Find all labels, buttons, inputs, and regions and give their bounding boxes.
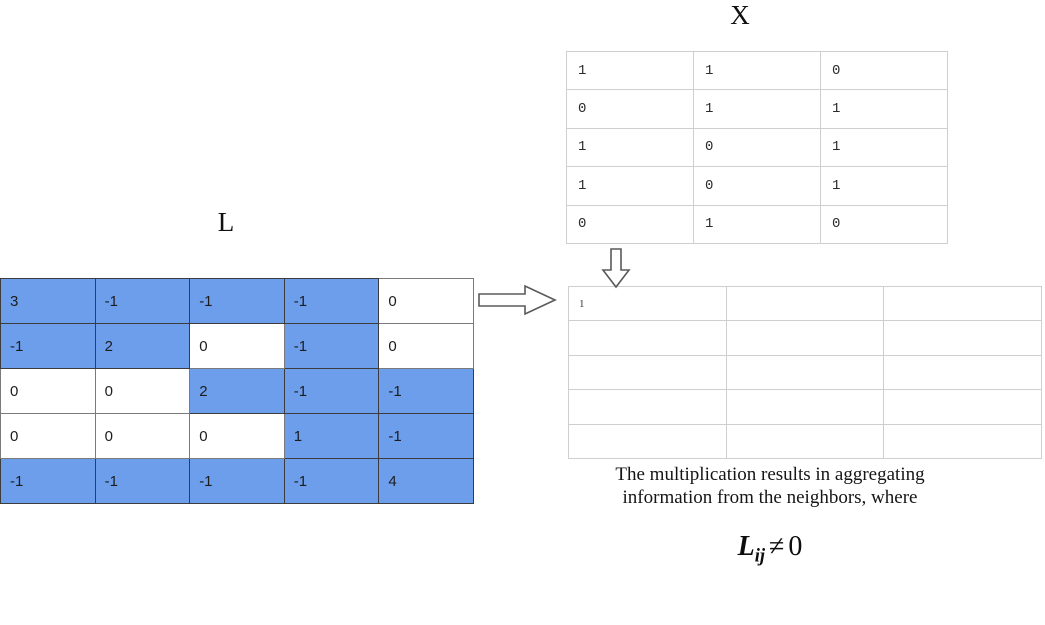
feature-matrix-table: 1 1 0 0 1 1 1 0 1 1 0 1 0 1 0 [566,50,948,244]
matrix-cell [725,423,885,459]
table-row: 0 1 1 [566,89,948,129]
matrix-cell: -1 [94,458,191,504]
table-row: 1 1 0 [566,50,948,91]
matrix-cell: 0 [693,127,821,168]
matrix-cell: 0 [378,323,474,369]
formula-value: 0 [788,531,803,562]
matrix-cell [568,320,727,356]
matrix-cell: 0 [693,166,821,206]
matrix-cell: 1 [820,89,948,129]
matrix-cell [883,423,1042,459]
matrix-cell: -1 [283,458,380,504]
table-row: -1 -1 -1 -1 4 [0,458,474,504]
table-row [568,389,1042,425]
result-matrix-body: 1 [568,285,1042,459]
matrix-cell: 0 [566,204,694,244]
matrix-cell: 1 [566,50,694,91]
matrix-cell [568,354,727,391]
table-row [568,320,1042,356]
formula-lij-nonzero: Lij≠0 [540,531,1000,567]
matrix-cell: 1 [566,127,694,168]
matrix-cell: 1 [693,89,821,129]
caption-line-2: information from the neighbors, where [622,487,918,509]
matrix-cell: -1 [189,278,285,324]
matrix-cell: -1 [283,323,380,369]
formula-variable: L [737,531,755,562]
table-row: 0 0 0 1 -1 [0,413,474,459]
matrix-cell [883,389,1042,425]
table-row [568,354,1042,391]
matrix-cell [568,423,727,459]
matrix-cell: 3 [0,278,96,324]
matrix-cell: 0 [94,413,191,459]
matrix-cell: 1 [693,50,821,91]
matrix-cell: 2 [189,368,285,414]
matrix-cell [883,285,1042,322]
table-row: 0 1 0 [566,204,948,244]
matrix-cell: 1 [693,204,821,244]
matrix-cell: 0 [0,368,96,414]
matrix-cell: -1 [189,458,285,504]
matrix-cell: 0 [566,89,694,129]
matrix-cell: 0 [820,204,948,244]
matrix-cell: 0 [189,323,285,369]
matrix-cell: -1 [0,323,96,369]
matrix-cell: 1 [566,166,694,206]
block-arrow-down-icon [601,248,631,289]
table-row: 0 0 2 -1 -1 [0,368,474,414]
matrix-cell: 1 [283,413,380,459]
table-row: -1 2 0 -1 0 [0,323,474,369]
matrix-cell: 1 [820,127,948,168]
matrix-cell: 0 [0,413,96,459]
matrix-cell: 1 [568,285,727,322]
matrix-cell: 0 [820,50,948,91]
result-matrix-table: 1 [568,285,1042,459]
matrix-cell [883,354,1042,391]
laplacian-matrix-table: 3 -1 -1 -1 0 -1 2 0 -1 0 0 0 2 -1 -1 0 0… [0,278,474,504]
matrix-cell: -1 [94,278,191,324]
matrix-cell [725,285,885,322]
matrix-cell [725,320,885,356]
formula-relation: ≠ [769,531,785,562]
matrix-cell: 1 [820,166,948,206]
table-row [568,423,1042,459]
table-row: 1 0 1 [566,166,948,206]
table-row: 3 -1 -1 -1 0 [0,278,474,324]
table-row: 1 [568,285,1042,322]
matrix-cell: 4 [378,458,474,504]
matrix-cell [725,389,885,425]
formula-subscript: ij [754,545,765,566]
block-arrow-right-icon [478,284,557,316]
caption-line-1: The multiplication results in aggregatin… [615,464,925,485]
matrix-cell: -1 [283,278,380,324]
matrix-label-l: L [217,207,235,237]
feature-matrix-body: 1 1 0 0 1 1 1 0 1 1 0 1 0 1 0 [566,50,948,244]
matrix-cell [725,354,885,391]
matrix-cell: 2 [94,323,191,369]
table-row: 1 0 1 [566,127,948,168]
matrix-cell [568,389,727,425]
matrix-label-x: X [730,0,750,30]
matrix-cell: 0 [94,368,191,414]
laplacian-matrix-body: 3 -1 -1 -1 0 -1 2 0 -1 0 0 0 2 -1 -1 0 0… [0,278,474,504]
matrix-cell [883,320,1042,356]
matrix-cell: -1 [0,458,96,504]
matrix-cell: -1 [378,368,474,414]
caption-text: The multiplication results in aggregatin… [540,463,1000,509]
matrix-cell: -1 [283,368,380,414]
matrix-cell: 0 [189,413,285,459]
matrix-cell: -1 [378,413,474,459]
matrix-cell: 0 [378,278,474,324]
